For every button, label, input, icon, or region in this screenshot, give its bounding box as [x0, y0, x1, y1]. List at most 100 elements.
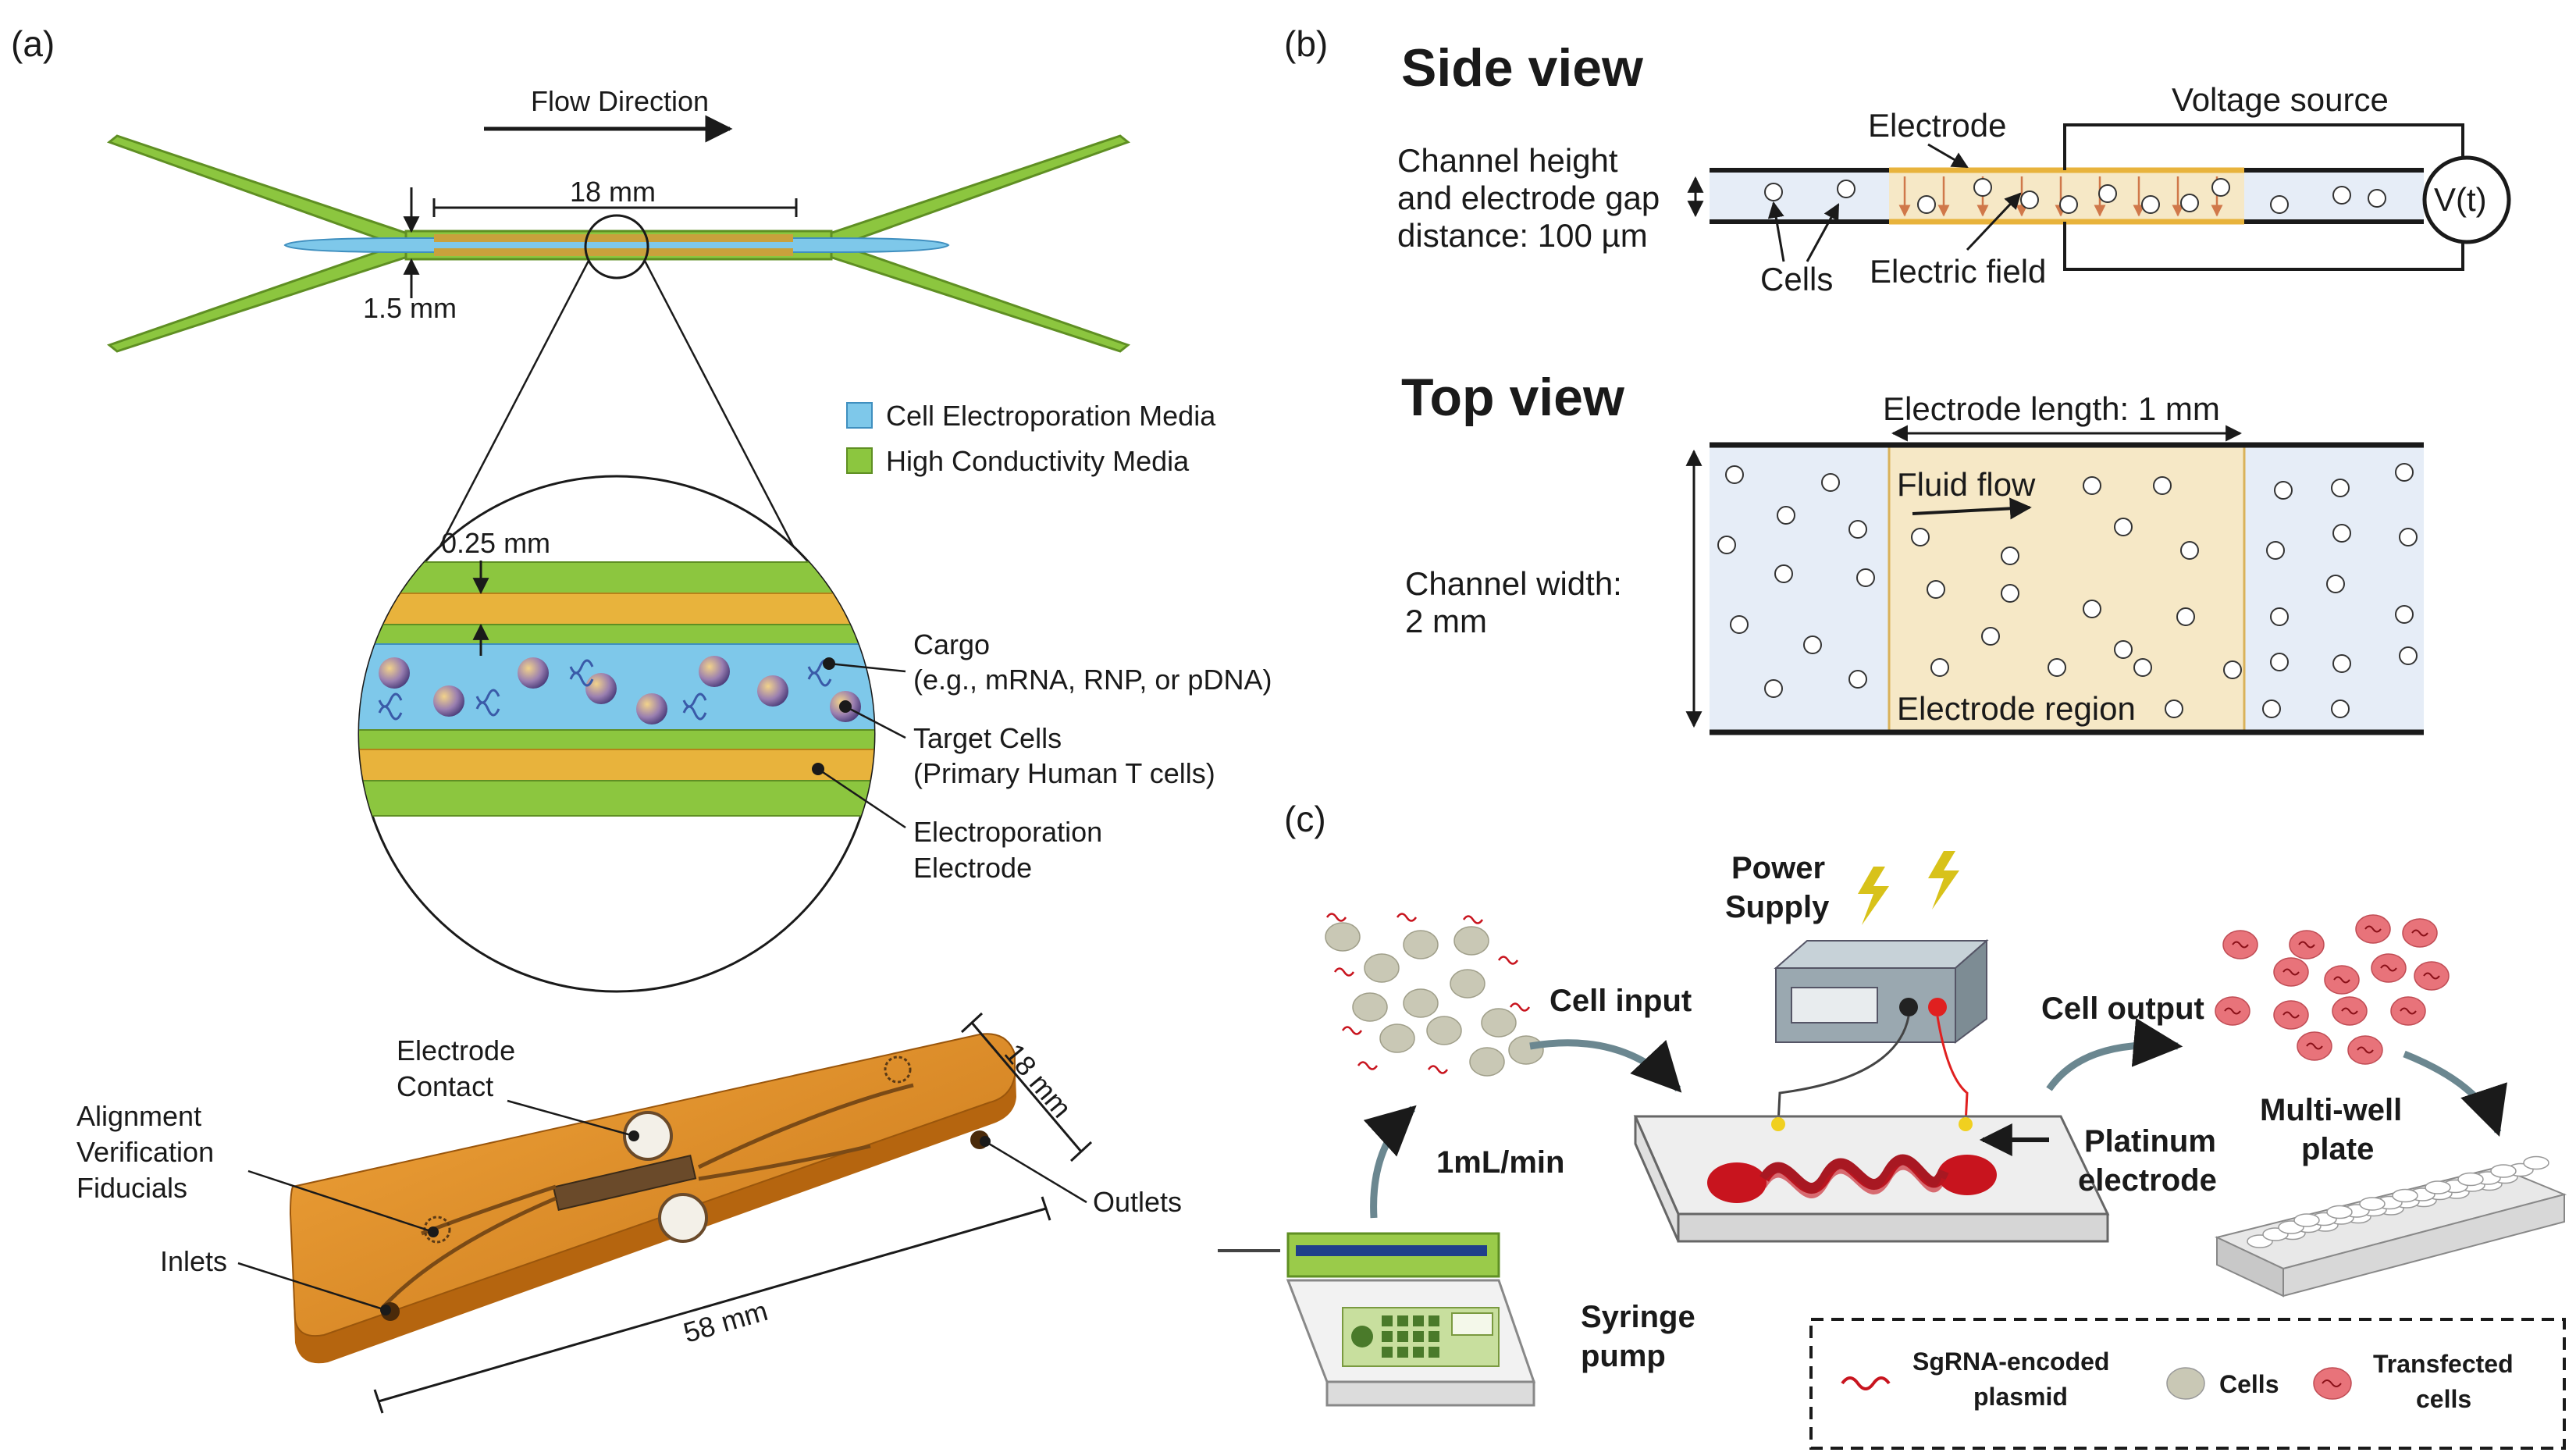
power-supply-label: Power [1731, 851, 1825, 885]
well [2457, 1172, 2484, 1187]
cell-icon [2165, 700, 2183, 718]
fiducial-right [884, 1056, 912, 1084]
device-schematic: 18 mm 1.5 mm [106, 134, 1131, 688]
cell-icon [1973, 178, 1992, 197]
cell-icon [1764, 183, 1783, 201]
cargo-dna-icon [569, 659, 594, 687]
chip-reservoir-in [1707, 1162, 1767, 1203]
cell-icon [2395, 605, 2414, 624]
well [2293, 1213, 2320, 1227]
legend-cells-label: Cells [2219, 1370, 2279, 1398]
syringe-pump: Syringe pump [1218, 1232, 1695, 1407]
input-cell [1481, 1008, 1517, 1038]
keypad-key [1397, 1331, 1408, 1342]
cargo-dna-icon [682, 692, 707, 721]
keypad-key [1397, 1315, 1408, 1326]
panel-a: (a) Flow Direction 18 mm 1.5 mm [11, 23, 1272, 1414]
channel-height-label: Channel height [1397, 142, 1618, 179]
chip-reservoir-out [1937, 1155, 1997, 1195]
well [2326, 1205, 2353, 1219]
dim-0-25mm-label: 0.25 mm [441, 527, 550, 559]
cell-icon [2223, 660, 2242, 679]
panel-c: (c) Power Supply [1218, 799, 2567, 1450]
legend-swatch-electroporation [846, 402, 873, 429]
fiducials-label-2: Verification [76, 1136, 214, 1168]
plasmid [1333, 967, 1355, 977]
keypad-key [1429, 1347, 1439, 1358]
keypad-key [1382, 1331, 1393, 1342]
lower-right-arm [826, 240, 1131, 353]
multiwell-label: Multi-well [2260, 1093, 2402, 1127]
electrode-length-label: Electrode length: 1 mm [1883, 390, 2220, 427]
cell-input-arrow [1529, 1039, 1682, 1093]
target-cell [636, 693, 667, 724]
well [2392, 1188, 2418, 1203]
well [2490, 1164, 2517, 1178]
input-cell [1325, 922, 1361, 952]
cell-icon [2211, 178, 2230, 197]
panel-c-legend: SgRNA-encoded plasmid Cells Transfected … [1809, 1318, 2566, 1450]
transfected-plasmid [2232, 941, 2249, 949]
cargo-dna-icon [475, 689, 500, 717]
keypad-key [1413, 1315, 1424, 1326]
top-view-cells [1717, 463, 2418, 718]
fluid-flow-label: Fluid flow [1897, 466, 2036, 503]
transfected-plasmid [2357, 1046, 2374, 1054]
transfected-plasmid [2411, 929, 2428, 937]
cell-icon [2332, 524, 2351, 543]
cell-icon [2001, 584, 2019, 603]
cell-icon [2270, 653, 2289, 671]
keypad-key [1413, 1347, 1424, 1358]
cell-icon [2270, 607, 2289, 626]
target-cells-label: Target Cells [913, 722, 1062, 754]
cell-icon [2274, 481, 2293, 500]
cell-icon [2141, 195, 2160, 214]
cell-icon [1764, 679, 1783, 698]
transfected-plasmid [2282, 1011, 2300, 1019]
legend-plasmid-label: SgRNA-encoded [1912, 1347, 2109, 1376]
electrode-contact-label-2: Contact [397, 1070, 493, 1102]
electrode-label: Electrode [1868, 107, 2006, 144]
electrode-callout-label-2: Electrode [913, 852, 1032, 884]
pump-knob [1351, 1326, 1373, 1347]
cell-icon [1911, 528, 1930, 546]
electrode-tip-left [1771, 1117, 1785, 1131]
microfluidic-chip: 58 mm 18 mm Electrode Contact Alignment … [76, 1012, 1182, 1414]
well [2425, 1180, 2451, 1194]
electrode-strip-bottom [434, 248, 793, 256]
serpentine-channel [1759, 1154, 1949, 1194]
input-cell [1364, 953, 1400, 983]
voltage-source-label: Voltage source [2172, 81, 2389, 118]
chip-electrode [552, 1154, 697, 1212]
pump-keypad [1351, 1315, 1439, 1358]
channel-height-label-2: and electrode gap [1397, 180, 1660, 216]
voltage-symbol-label: V(t) [2434, 181, 2487, 218]
plasmid [1396, 913, 1418, 922]
cell-icon [2114, 518, 2133, 536]
panel-c-label: (c) [1284, 799, 1326, 839]
electrode-contact-label: Electrode [397, 1034, 515, 1066]
cell-icon [1848, 520, 1867, 539]
voltage-source-symbol [2422, 155, 2511, 244]
panel-b: (b) Side view V(t) Voltage source Electr… [1284, 23, 2511, 735]
cell-icon [2083, 600, 2101, 618]
cell-icon [2180, 541, 2199, 560]
multiwell-label-2: plate [2301, 1132, 2374, 1166]
cell-icon [1848, 670, 1867, 689]
transfected-plasmid [2298, 941, 2315, 949]
cell-icon [1837, 180, 1856, 198]
fluid-flow-arrow [1912, 497, 2032, 520]
legend-plasmid-label-2: plasmid [1973, 1383, 2068, 1411]
cell-icon [2020, 190, 2039, 209]
input-cell [1403, 930, 1439, 959]
cell-icon [2048, 658, 2066, 677]
keypad-key [1382, 1315, 1393, 1326]
inlets-label: Inlets [160, 1245, 227, 1277]
outlets-label: Outlets [1093, 1186, 1182, 1218]
keypad-key [1429, 1315, 1439, 1326]
electrode-callout-label: Electroporation [913, 816, 1102, 848]
input-cell [1469, 1047, 1505, 1077]
terminal-negative [1899, 998, 1918, 1016]
cell-icon [2270, 195, 2289, 214]
plasmid [1427, 1065, 1449, 1074]
